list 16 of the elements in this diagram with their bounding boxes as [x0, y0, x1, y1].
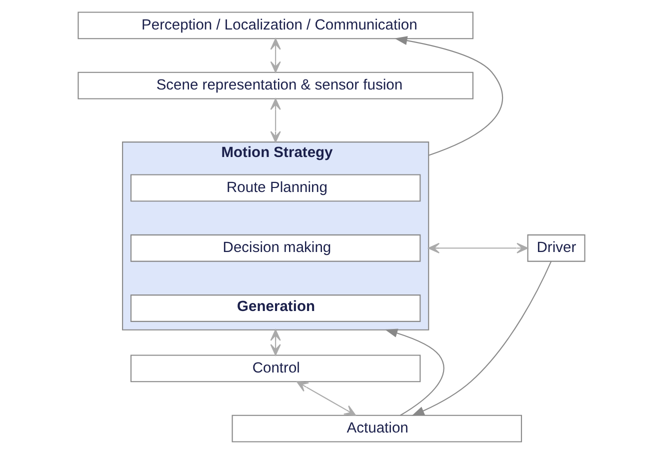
- node-box: Driver: [527, 234, 586, 262]
- arrow: [296, 381, 356, 416]
- arrow: [270, 329, 281, 356]
- node-box: Actuation: [232, 414, 522, 442]
- node-box: Generation: [130, 294, 421, 322]
- arrow: [270, 98, 281, 143]
- node-box: Control: [130, 354, 421, 382]
- node-box: Decision making: [130, 234, 421, 262]
- node-box: Perception / Localization / Communication: [78, 12, 474, 40]
- arrow: [394, 36, 503, 156]
- arrow: [428, 242, 528, 254]
- node-box: Route Planning: [130, 174, 421, 202]
- node-box: Scene representation & sensor fusion: [78, 72, 474, 100]
- arrow: [384, 328, 444, 416]
- arrow: [270, 38, 281, 73]
- arrow: [412, 261, 552, 416]
